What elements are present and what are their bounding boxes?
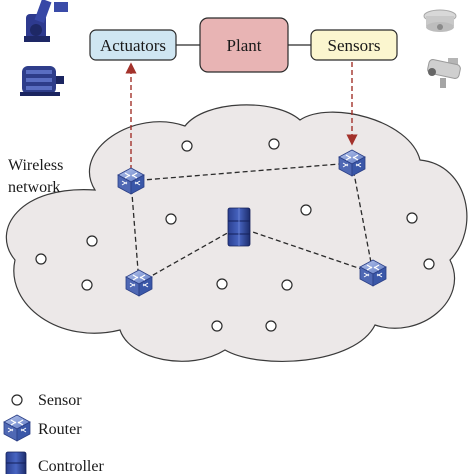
network-links	[130, 162, 374, 284]
network-label-line2: network	[8, 179, 60, 196]
security-camera-icon	[427, 58, 461, 88]
plant-block: Plant	[199, 17, 289, 73]
sensors-label: Sensors	[328, 36, 381, 55]
sensor-node	[35, 253, 47, 265]
legend: Sensor Router Controller	[3, 392, 104, 474]
legend-controller-label: Controller	[38, 458, 104, 474]
controller-icon	[227, 207, 251, 247]
smoke-detector-icon	[423, 9, 457, 32]
sensor-node	[300, 204, 312, 216]
sensor-node	[281, 279, 293, 291]
sensors-block: Sensors	[310, 29, 398, 61]
sensor-node	[423, 258, 435, 270]
sensor-node	[86, 235, 98, 247]
sensor-node	[268, 138, 280, 150]
legend-sensor-label: Sensor	[38, 392, 82, 409]
sensor-node	[181, 140, 193, 152]
sensor-node	[406, 212, 418, 224]
robot-arm-icon	[24, 0, 68, 42]
sensor-node	[165, 213, 177, 225]
sensor-nodes	[35, 138, 435, 332]
sensor-node	[265, 320, 277, 332]
sensor-node	[211, 320, 223, 332]
actuators-block: Actuators	[89, 29, 177, 61]
sensor-node	[81, 279, 93, 291]
sensor-node	[216, 278, 228, 290]
legend-router-label: Router	[38, 421, 82, 438]
actuators-label: Actuators	[100, 36, 166, 55]
legend-controller-icon	[5, 451, 27, 474]
motor-icon	[20, 66, 64, 96]
plant-label: Plant	[227, 36, 262, 55]
legend-sensor-icon	[11, 394, 23, 406]
legend-router-icon	[3, 414, 31, 442]
network-label-line1: Wireless	[8, 157, 63, 174]
